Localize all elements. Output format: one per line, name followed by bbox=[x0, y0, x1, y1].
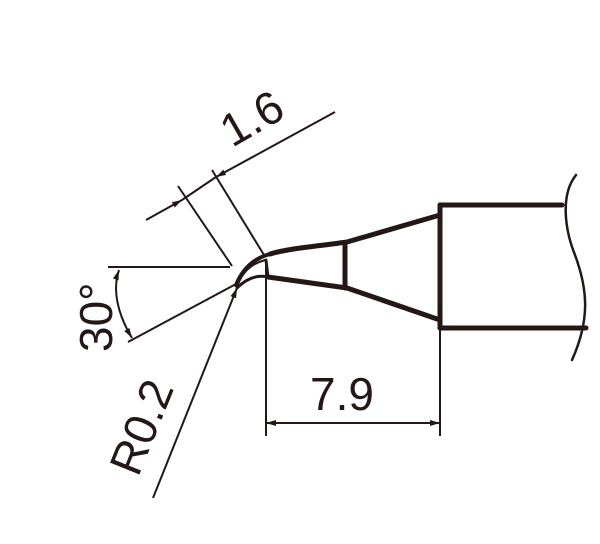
width-dimension-label: 1.6 bbox=[211, 80, 292, 157]
tip-outline bbox=[234, 173, 589, 362]
angle-dimension-label: 30° bbox=[70, 282, 122, 352]
length-dimension-label: 7.9 bbox=[310, 368, 374, 420]
radius-dimension-label: R0.2 bbox=[99, 372, 184, 482]
dimension-lines bbox=[108, 111, 441, 499]
